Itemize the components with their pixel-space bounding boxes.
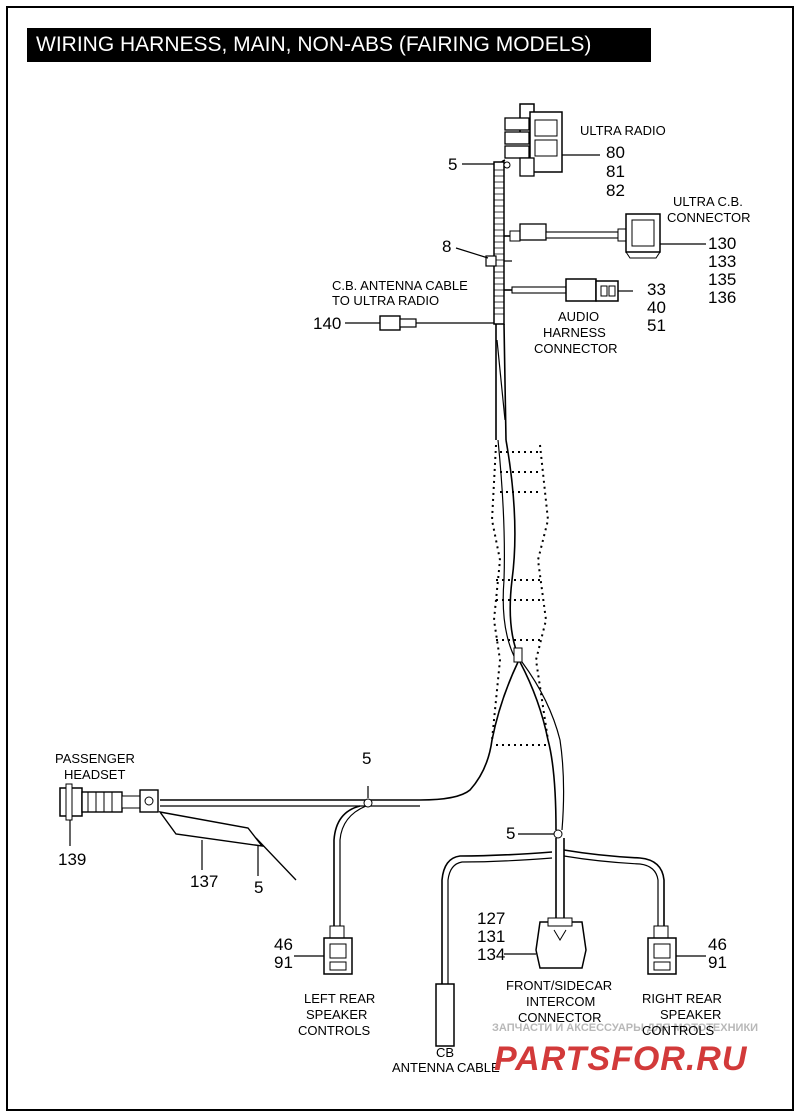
watermark-logo: PARTSFOR.RU: [494, 1040, 748, 1078]
main-trunk-lower: [419, 323, 565, 831]
diagram-title: WIRING HARNESS, MAIN, NON-ABS (FAIRING M…: [27, 28, 651, 62]
label-right-rear-2: SPEAKER: [660, 1007, 721, 1022]
label-cb-antenna-1: C.B. ANTENNA CABLE: [332, 278, 468, 293]
callout-headset-139: 139: [58, 850, 86, 869]
label-ultra-cb-1: ULTRA C.B.: [673, 194, 743, 209]
callout-radio-80: 80: [606, 143, 625, 162]
label-right-rear-1: RIGHT REAR: [642, 991, 722, 1006]
callout-radio-82: 82: [606, 181, 625, 200]
cb-antenna-cable-radio: [345, 315, 494, 331]
callout-junction-clip: 5: [506, 824, 515, 843]
ultra-radio-connector: [498, 103, 600, 177]
label-cb-antenna-2: TO ULTRA RADIO: [332, 293, 439, 308]
callout-cb-136: 136: [708, 288, 736, 307]
passenger-headset-branch: [59, 783, 420, 881]
label-cb-cable-2: ANTENNA CABLE: [392, 1060, 500, 1075]
callout-clamp: 8: [442, 237, 451, 256]
callout-audio-51: 51: [647, 316, 666, 335]
callout-front-127: 127: [477, 909, 505, 928]
diagram-border: [6, 6, 794, 1111]
watermark-caption: ЗАПЧАСТИ И АКСЕССУАРЫ ДЛЯ МОТОТЕХНИКИ: [492, 1022, 758, 1034]
callout-audio-33: 33: [647, 280, 666, 299]
callout-antenna-140: 140: [313, 314, 341, 333]
label-ultra-radio: ULTRA RADIO: [580, 123, 666, 138]
label-front-2: INTERCOM: [526, 994, 595, 1009]
callout-left-91: 91: [274, 953, 293, 972]
callout-headset-clip: 5: [362, 749, 371, 768]
label-audio-1: AUDIO: [558, 309, 599, 324]
callout-cb-133: 133: [708, 252, 736, 271]
label-right-rear-3: CONTROLS: [642, 1023, 715, 1038]
callout-audio-40: 40: [647, 298, 666, 317]
callout-bag-clip: 5: [254, 878, 263, 897]
callout-front-134: 134: [477, 945, 505, 964]
callout-bag-137: 137: [190, 872, 218, 891]
label-left-rear-3: CONTROLS: [298, 1023, 371, 1038]
label-front-3: CONNECTOR: [518, 1010, 602, 1025]
label-passenger-1: PASSENGER: [55, 751, 135, 766]
left-rear-branch: [323, 805, 367, 975]
label-ultra-cb-2: CONNECTOR: [667, 210, 751, 225]
label-audio-3: CONNECTOR: [534, 341, 618, 356]
label-left-rear-1: LEFT REAR: [304, 991, 375, 1006]
label-cb-cable-1: CB: [436, 1045, 454, 1060]
ultra-cb-connector: [504, 213, 706, 259]
callout-radio-clip: 5: [448, 155, 457, 174]
label-front-1: FRONT/SIDECAR: [506, 978, 612, 993]
label-audio-2: HARNESS: [543, 325, 606, 340]
callout-radio-81: 81: [606, 162, 625, 181]
lower-junction: [435, 829, 706, 1047]
callout-front-131: 131: [477, 927, 505, 946]
audio-harness-connector: [504, 278, 633, 302]
main-trunk-upper: [485, 161, 512, 325]
callout-cb-135: 135: [708, 270, 736, 289]
callout-right-46: 46: [708, 935, 727, 954]
callout-left-46: 46: [274, 935, 293, 954]
callout-cb-130: 130: [708, 234, 736, 253]
label-passenger-2: HEADSET: [64, 767, 125, 782]
label-left-rear-2: SPEAKER: [306, 1007, 367, 1022]
callout-right-91: 91: [708, 953, 727, 972]
